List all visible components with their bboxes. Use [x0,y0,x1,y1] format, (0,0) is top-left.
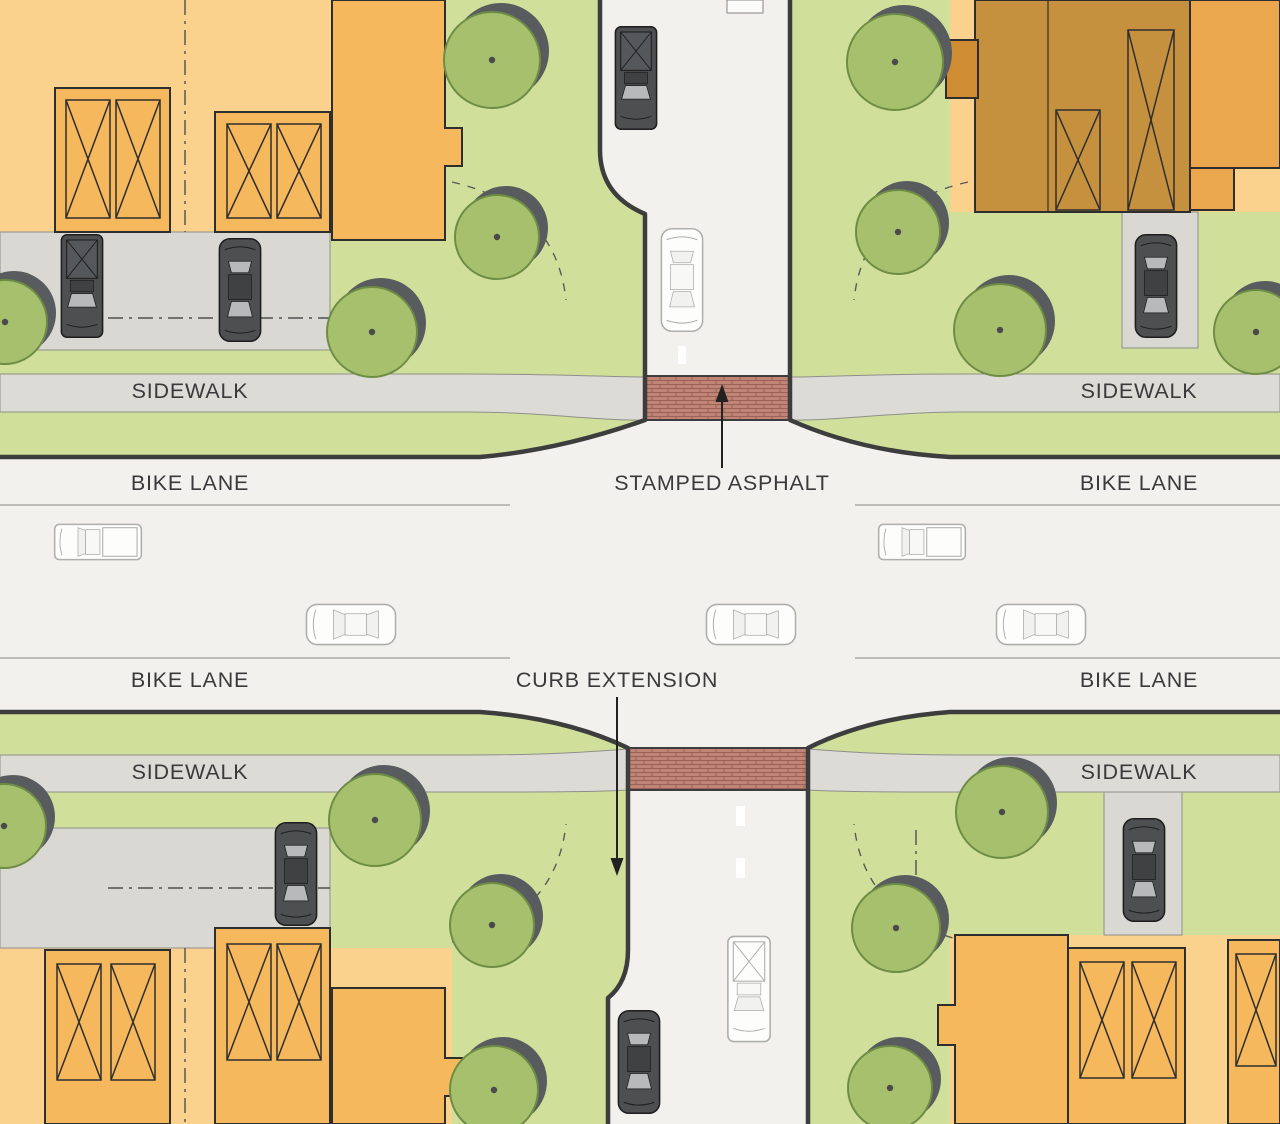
parked-pickup [61,234,103,338]
label-sidewalk-bottom-left: SIDEWALK [132,760,249,784]
tree [449,1037,547,1124]
curb-top-right [787,0,1280,460]
house-top-right-brown [974,0,1191,213]
tree [851,875,949,973]
label-bike-lane-bottom-left: BIKE LANE [131,668,249,692]
house-top-left-c [331,0,463,241]
tree [449,874,543,968]
tree [328,765,430,867]
house-bottom-left-a [44,949,171,1124]
traveling-car [706,604,796,645]
lane-dash [736,806,745,826]
curb-bottom-right [805,709,1280,1124]
traveling-pickup [878,524,966,560]
label-bike-lane-top-right: BIKE LANE [1080,471,1198,495]
house-top-right-amber-step [1189,167,1235,211]
tree [0,775,55,869]
driveway-top-left [0,231,331,351]
house-bottom-right-c [937,934,1069,1124]
tree [0,271,56,365]
tree [855,181,949,275]
label-curb-extension: CURB EXTENSION [516,668,718,692]
house-bottom-left-c [331,987,463,1124]
tree [1213,281,1280,375]
arrow-curb-extension [610,697,624,876]
parked-car [275,822,317,926]
tree [326,278,426,378]
label-sidewalk-top-right: SIDEWALK [1081,379,1198,403]
label-bike-lane-bottom-right: BIKE LANE [1080,668,1198,692]
traveling-car [996,604,1086,645]
label-stamped-asphalt: STAMPED ASPHALT [614,471,830,495]
tree [846,5,952,111]
tree [955,757,1057,859]
traveling-car [306,604,396,645]
tree [443,3,549,109]
traveling-car [661,228,703,332]
house-top-right-amber [1189,0,1280,169]
house-top-left-b [214,111,331,233]
arrow-stamped-asphalt [715,384,729,468]
house-top-left-a [54,87,171,233]
tree [847,1037,941,1124]
tree [454,186,548,280]
curb-bottom-left [0,709,631,1124]
label-sidewalk-bottom-right: SIDEWALK [1081,760,1198,784]
house-bottom-left-b [214,927,331,1124]
parked-car [1123,818,1165,922]
traveling-pickup [54,524,142,560]
house-bottom-right-edge [1227,939,1280,1124]
curbside-parked-pickup [615,26,657,130]
lane-dash [736,858,745,878]
parked-car [1135,234,1177,338]
traveling-pickup [727,936,771,1042]
house-bottom-right-a [1067,947,1186,1124]
curb-top-left [0,0,648,460]
tree [953,275,1055,377]
parked-car [219,238,261,342]
sidewalk-bottom-left [0,748,629,793]
utility-box [726,0,764,14]
label-bike-lane-top-left: BIKE LANE [131,471,249,495]
label-sidewalk-top-left: SIDEWALK [132,379,249,403]
lane-dash [678,346,686,364]
curbside-parked-car [618,1010,660,1114]
stamped-asphalt-crosswalk-south [627,747,809,791]
